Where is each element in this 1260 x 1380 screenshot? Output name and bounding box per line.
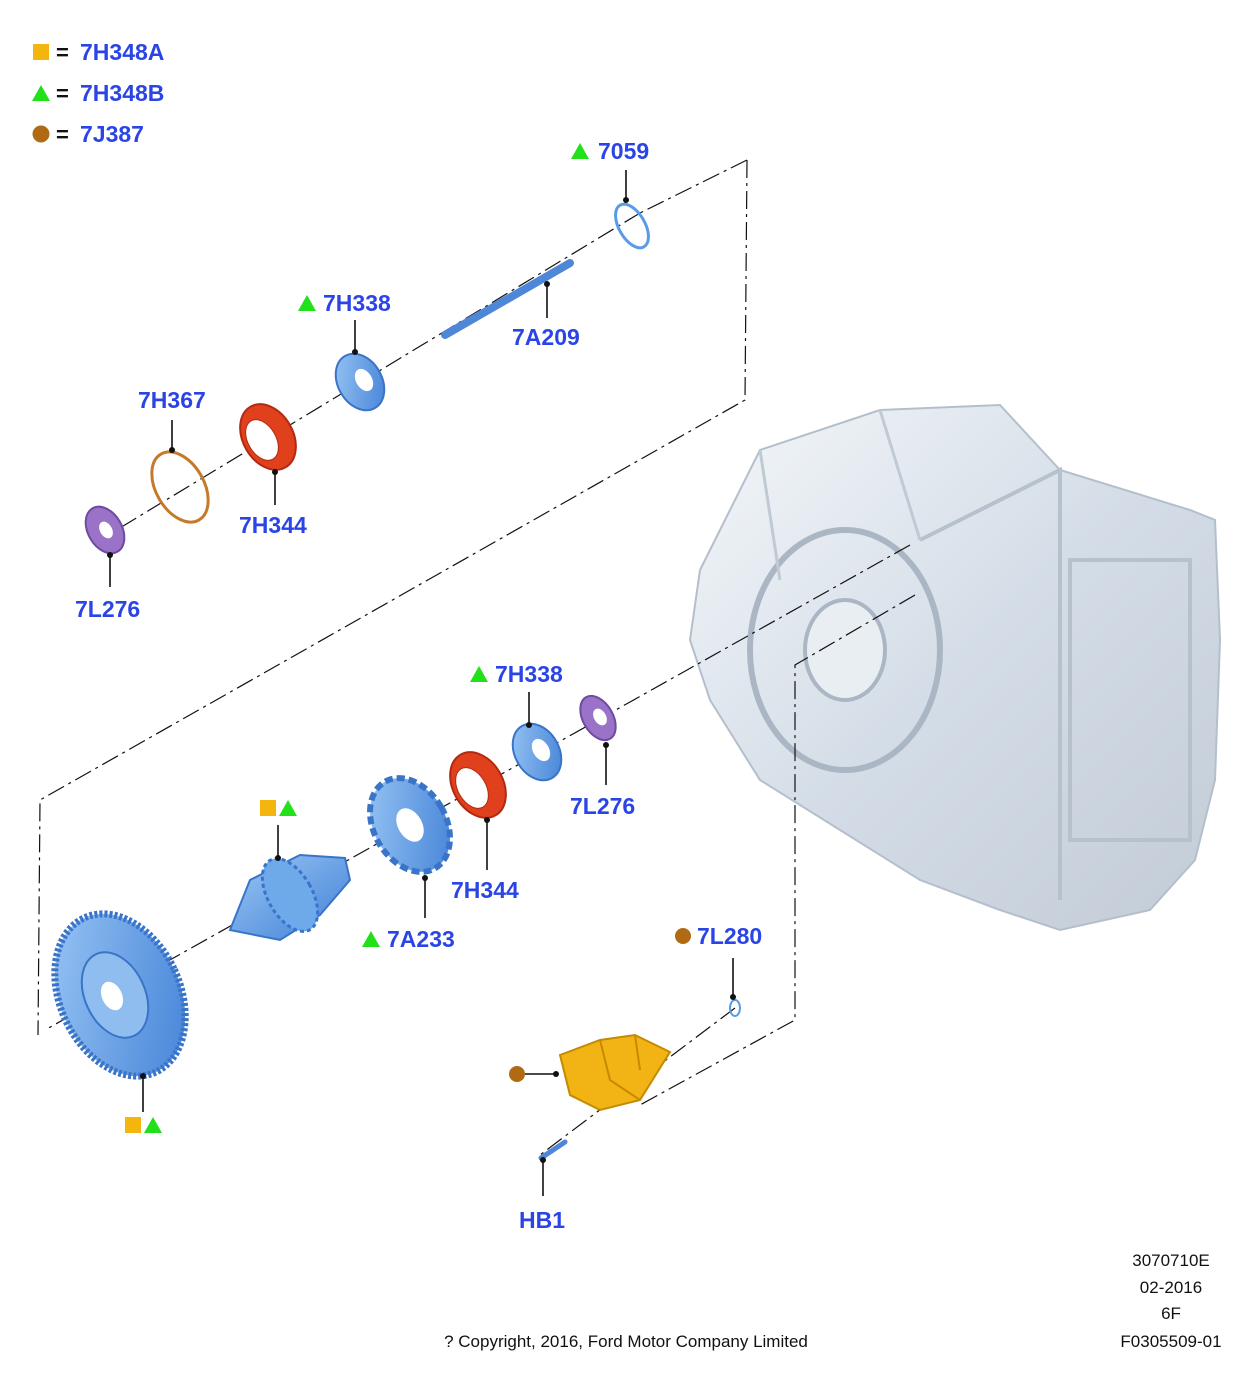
- callout-label: 7A233: [387, 926, 455, 952]
- circle-icon: [32, 125, 50, 143]
- callout-label: 7L276: [75, 596, 140, 622]
- equals-sign: =: [56, 122, 69, 147]
- callout-7a233: 7A233: [362, 875, 455, 952]
- circle-icon: [509, 1066, 525, 1082]
- callout-label: 7059: [598, 138, 649, 164]
- callout-7l276-lower: 7L276: [570, 742, 635, 819]
- part-bearing-7h338-lower[interactable]: [503, 715, 571, 789]
- part-snap-ring-7059[interactable]: [609, 199, 656, 254]
- legend-item-7j387: = 7J387: [32, 121, 144, 147]
- square-icon: [33, 44, 49, 60]
- legend-part: 7J387: [80, 121, 144, 147]
- equals-sign: =: [56, 81, 69, 106]
- callout-label: 7A209: [512, 324, 580, 350]
- part-race-7h344-upper[interactable]: [229, 394, 307, 480]
- callout-bracket: [509, 1066, 559, 1082]
- part-clip-7l280[interactable]: [729, 999, 741, 1017]
- callout-7h338-upper: 7H338: [298, 290, 391, 355]
- callout-label: 7L280: [697, 923, 762, 949]
- triangle-icon: [362, 931, 380, 947]
- circle-icon: [675, 928, 691, 944]
- triangle-icon: [571, 143, 589, 159]
- date-text: 02-2016: [1140, 1278, 1202, 1297]
- legend-item-7h348b: = 7H348B: [32, 80, 164, 106]
- callout-label: 7H344: [451, 877, 519, 903]
- part-pinion-shaft[interactable]: [228, 849, 352, 942]
- part-bracket[interactable]: [558, 1033, 672, 1112]
- callout-7h344-upper: 7H344: [239, 469, 307, 538]
- callout-7h367: 7H367: [138, 387, 206, 453]
- triangle-icon: [298, 295, 316, 311]
- triangle-icon: [279, 800, 297, 816]
- part-shaft-7a209[interactable]: [441, 259, 574, 339]
- square-icon: [125, 1117, 141, 1133]
- model-code: 6F: [1161, 1304, 1181, 1323]
- callout-label: 7L276: [570, 793, 635, 819]
- part-washer-7l276-lower[interactable]: [573, 690, 623, 747]
- callout-label: 7H344: [239, 512, 307, 538]
- triangle-icon: [32, 85, 50, 101]
- reference-number: 3070710E: [1132, 1251, 1210, 1270]
- part-race-7h344-lower[interactable]: [439, 742, 517, 828]
- callout-final-drive-gear: [125, 1073, 162, 1133]
- callout-7a209: 7A209: [512, 281, 580, 350]
- figure-number: F0305509-01: [1120, 1332, 1221, 1351]
- legend-part: 7H348A: [80, 39, 164, 65]
- part-final-drive-gear[interactable]: [30, 893, 211, 1098]
- callout-label: 7H367: [138, 387, 206, 413]
- part-washer-7l276-upper[interactable]: [78, 500, 132, 560]
- callout-7l280: 7L280: [675, 923, 762, 1000]
- legend-item-7h348a: = 7H348A: [33, 39, 164, 65]
- callout-7h338-lower: 7H338: [470, 661, 563, 728]
- legend-part: 7H348B: [80, 80, 164, 106]
- callout-label: 7H338: [495, 661, 563, 687]
- callout-7059: 7059: [571, 138, 649, 203]
- copyright-text: ? Copyright, 2016, Ford Motor Company Li…: [444, 1332, 808, 1351]
- legend: = 7H348A = 7H348B = 7J387: [32, 39, 164, 147]
- part-seal-ring-7h367[interactable]: [140, 442, 220, 532]
- square-icon: [260, 800, 276, 816]
- part-bolt-hb1[interactable]: [538, 1139, 568, 1161]
- callout-hb1: HB1: [519, 1157, 565, 1233]
- triangle-icon: [144, 1117, 162, 1133]
- callout-label: 7H338: [323, 290, 391, 316]
- triangle-icon: [470, 666, 488, 682]
- callout-pinion-shaft: [260, 800, 297, 861]
- equals-sign: =: [56, 40, 69, 65]
- part-gear-7a233[interactable]: [354, 764, 466, 887]
- callout-label: HB1: [519, 1207, 565, 1233]
- callout-7h344-lower: 7H344: [451, 817, 519, 903]
- part-bearing-7h338-upper[interactable]: [326, 345, 394, 419]
- transmission-housing: [688, 403, 1222, 932]
- callout-7l276-upper: 7L276: [75, 552, 140, 622]
